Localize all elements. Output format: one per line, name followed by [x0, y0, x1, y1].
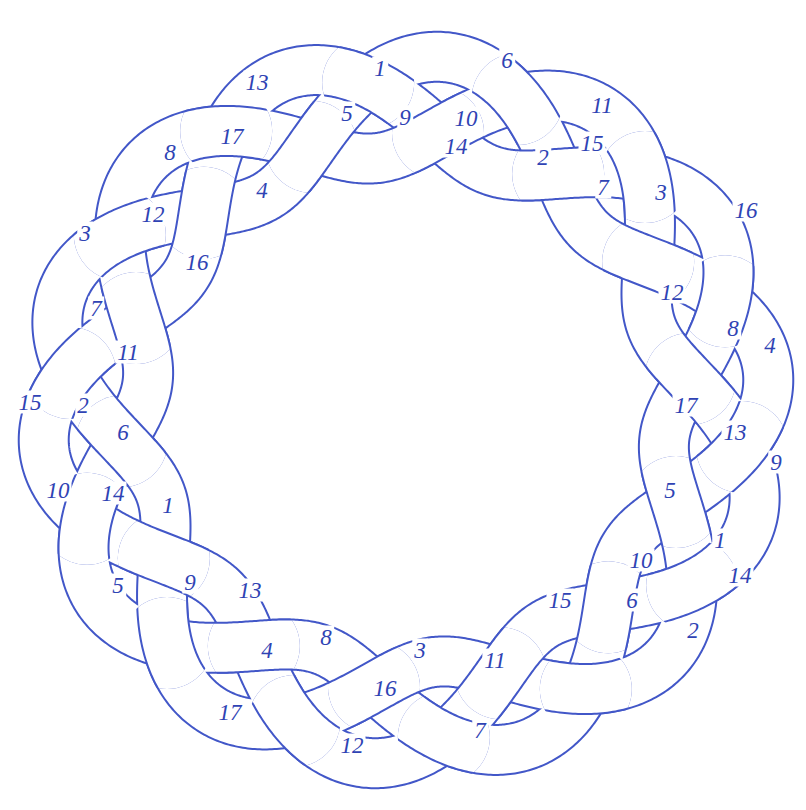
- over-crossing: [123, 624, 350, 666]
- strand-number: 9: [182, 571, 198, 594]
- strand-number: 5: [339, 102, 355, 125]
- strand-number: 9: [768, 451, 784, 474]
- strand-number: 13: [237, 579, 264, 602]
- strand-number: 3: [412, 639, 428, 662]
- strand-number: 14: [727, 564, 754, 587]
- strand-number: 1: [372, 57, 388, 80]
- over-crossing: [556, 96, 650, 301]
- strand-number: 10: [453, 107, 480, 130]
- strand-body: [556, 96, 650, 301]
- strand-edge: [646, 293, 754, 492]
- strand-number: 6: [499, 49, 515, 72]
- strand-number: 7: [472, 719, 488, 742]
- strand-edge: [84, 407, 141, 630]
- strand-body: [123, 624, 350, 666]
- strand-number: 14: [100, 482, 127, 505]
- strand-number: 8: [725, 317, 741, 340]
- over-crossing: [664, 406, 692, 631]
- strand-number: 15: [547, 589, 574, 612]
- strand-body: [646, 293, 754, 492]
- strand-number: 9: [397, 106, 413, 129]
- strand-number: 16: [733, 199, 760, 222]
- strand-number: 16: [372, 677, 399, 700]
- strand-number: 2: [535, 146, 551, 169]
- strand-number: 5: [662, 479, 678, 502]
- strand-number: 2: [685, 619, 701, 642]
- strand-number: 1: [160, 494, 176, 517]
- strand-number: 4: [254, 179, 270, 202]
- strand-number: 8: [318, 626, 334, 649]
- strand-number: 13: [244, 71, 271, 94]
- strand-number: 17: [217, 701, 244, 724]
- strand-number: 12: [659, 281, 686, 304]
- strand-number: 6: [624, 589, 640, 612]
- strand-body: [84, 407, 141, 630]
- strand-number: 12: [339, 734, 366, 757]
- strand-edge: [343, 662, 564, 750]
- strand-number: 4: [762, 334, 778, 357]
- strand-number: 6: [115, 421, 131, 444]
- strand-body: [664, 406, 692, 631]
- strand-number: 11: [115, 341, 140, 364]
- strand-number: 11: [482, 649, 507, 672]
- strand-edge: [44, 57, 769, 763]
- strand-body: [462, 622, 687, 689]
- strand-number: 7: [595, 176, 611, 199]
- strand-body: [343, 96, 566, 159]
- over-crossing: [462, 622, 687, 689]
- strand-number: 17: [673, 394, 700, 417]
- strand-body: [343, 662, 564, 750]
- strand-edge: [664, 406, 692, 631]
- strand-body: [44, 57, 769, 763]
- over-crossing: [646, 293, 754, 492]
- over-crossing: [343, 662, 564, 750]
- strand-number: 17: [219, 125, 246, 148]
- strand-number: 1: [712, 529, 728, 552]
- strand-number: 8: [162, 141, 178, 164]
- strand-number: 3: [77, 222, 93, 245]
- strand-number: 7: [88, 297, 104, 320]
- strand-number: 5: [110, 574, 126, 597]
- strand-number: 14: [443, 135, 470, 158]
- braid-strand: [44, 57, 769, 763]
- strand-number: 10: [628, 549, 655, 572]
- strand-edge: [123, 624, 350, 666]
- strand-number: 12: [140, 203, 167, 226]
- strand-number: 10: [45, 479, 72, 502]
- over-crossing: [84, 407, 141, 630]
- over-crossing: [343, 96, 566, 159]
- strand-number: 2: [75, 394, 91, 417]
- strand-edge: [556, 96, 650, 301]
- strand-number: 4: [259, 639, 275, 662]
- strand-edge: [343, 96, 566, 159]
- strand-edge: [462, 622, 687, 689]
- strand-number: 13: [722, 421, 749, 444]
- strand-number: 16: [184, 251, 211, 274]
- strand-number: 15: [17, 391, 44, 414]
- strand-number: 15: [579, 132, 606, 155]
- strand-number: 3: [653, 181, 669, 204]
- braid-crossings: [44, 57, 769, 763]
- strand-number: 11: [589, 94, 614, 117]
